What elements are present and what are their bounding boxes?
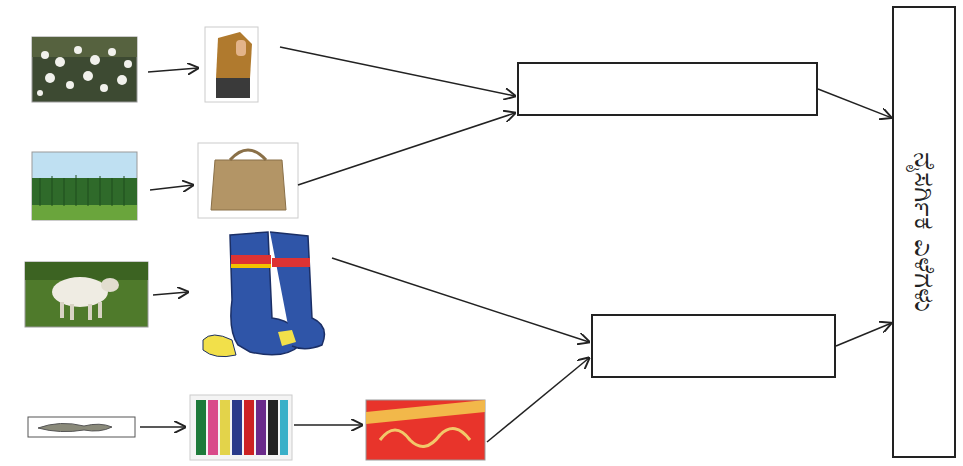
- cotton-picture: [32, 37, 137, 102]
- connector: [818, 89, 891, 118]
- shirt-picture: [205, 27, 258, 102]
- connector: [836, 323, 891, 346]
- sheep-picture: [25, 262, 148, 327]
- answer-box: [591, 314, 836, 378]
- socks-picture: [203, 232, 324, 357]
- threads-picture: [190, 395, 292, 460]
- box-label: ನೈಸರ್ಗಿಕ ಎಳೆಗಳು: [907, 152, 941, 312]
- arrow: [140, 47, 589, 442]
- saree-picture: [366, 400, 485, 460]
- answer-box: [517, 62, 818, 116]
- silkworm-picture: [28, 417, 135, 437]
- bag-picture: [198, 143, 298, 218]
- jute-picture: [32, 152, 137, 220]
- title-box: ನೈಸರ್ಗಿಕ ಎಳೆಗಳು: [892, 6, 956, 458]
